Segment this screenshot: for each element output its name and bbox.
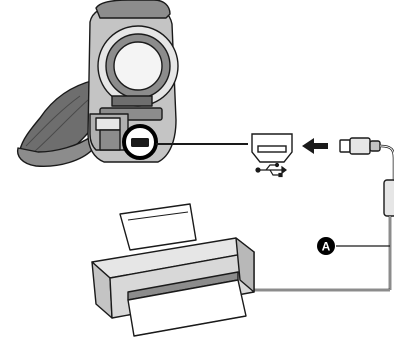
callout-a: A [317, 237, 335, 255]
camcorder-usb-jack [131, 138, 149, 147]
printer-paper-tray [120, 204, 196, 250]
usb-trident-icon [256, 164, 286, 177]
left-arrow-icon [302, 138, 328, 154]
camcorder-lens-glass [114, 42, 162, 90]
callout-a-label: A [322, 240, 331, 254]
printer-icon [92, 204, 254, 336]
camcorder-speaker-grille [112, 96, 152, 106]
usb-port-icon [252, 134, 292, 162]
